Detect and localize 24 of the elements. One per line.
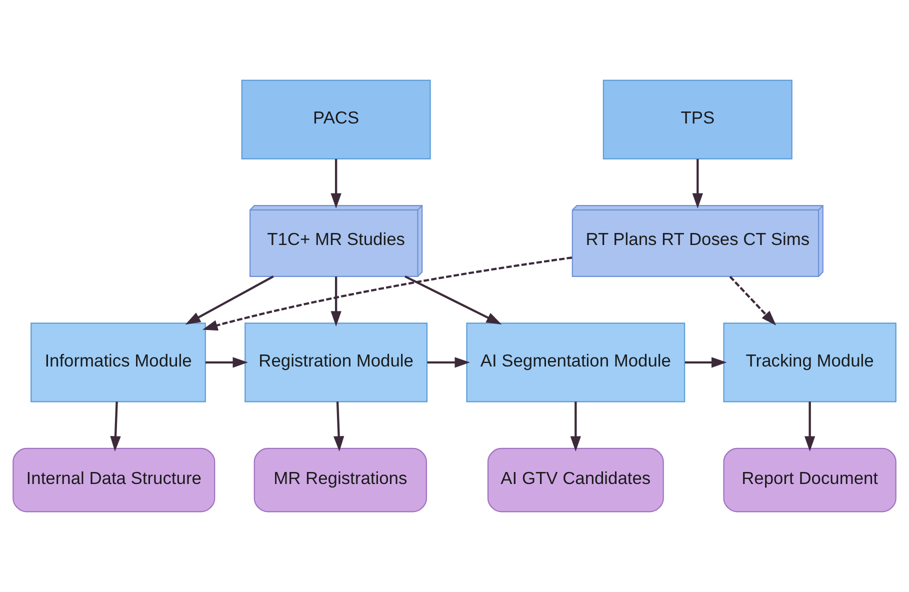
node-box: MR Registrations xyxy=(254,448,427,512)
arrow xyxy=(330,159,342,209)
arrow xyxy=(729,276,776,326)
node-box: Registration Module xyxy=(244,322,428,402)
node-box: PACS xyxy=(241,80,431,160)
arrow xyxy=(330,276,342,326)
arrow xyxy=(185,275,274,325)
arrow xyxy=(110,402,121,452)
arrow xyxy=(684,357,727,368)
arrow xyxy=(570,402,582,452)
arrow xyxy=(404,275,502,325)
arrow xyxy=(202,256,572,331)
node-box: AI GTV Candidates xyxy=(487,448,664,512)
arrow xyxy=(427,357,470,368)
node-box: Tracking Module xyxy=(723,322,896,402)
node-box: TPS xyxy=(602,80,792,160)
arrow xyxy=(333,402,344,452)
arrow xyxy=(804,402,816,452)
arrow xyxy=(205,357,248,368)
node-box: Informatics Module xyxy=(30,322,206,402)
arrow xyxy=(692,159,703,209)
node-box: AI Segmentation Module xyxy=(466,322,686,402)
node-box: Internal Data Structure xyxy=(12,448,216,512)
node-box: Report Document xyxy=(723,448,896,512)
